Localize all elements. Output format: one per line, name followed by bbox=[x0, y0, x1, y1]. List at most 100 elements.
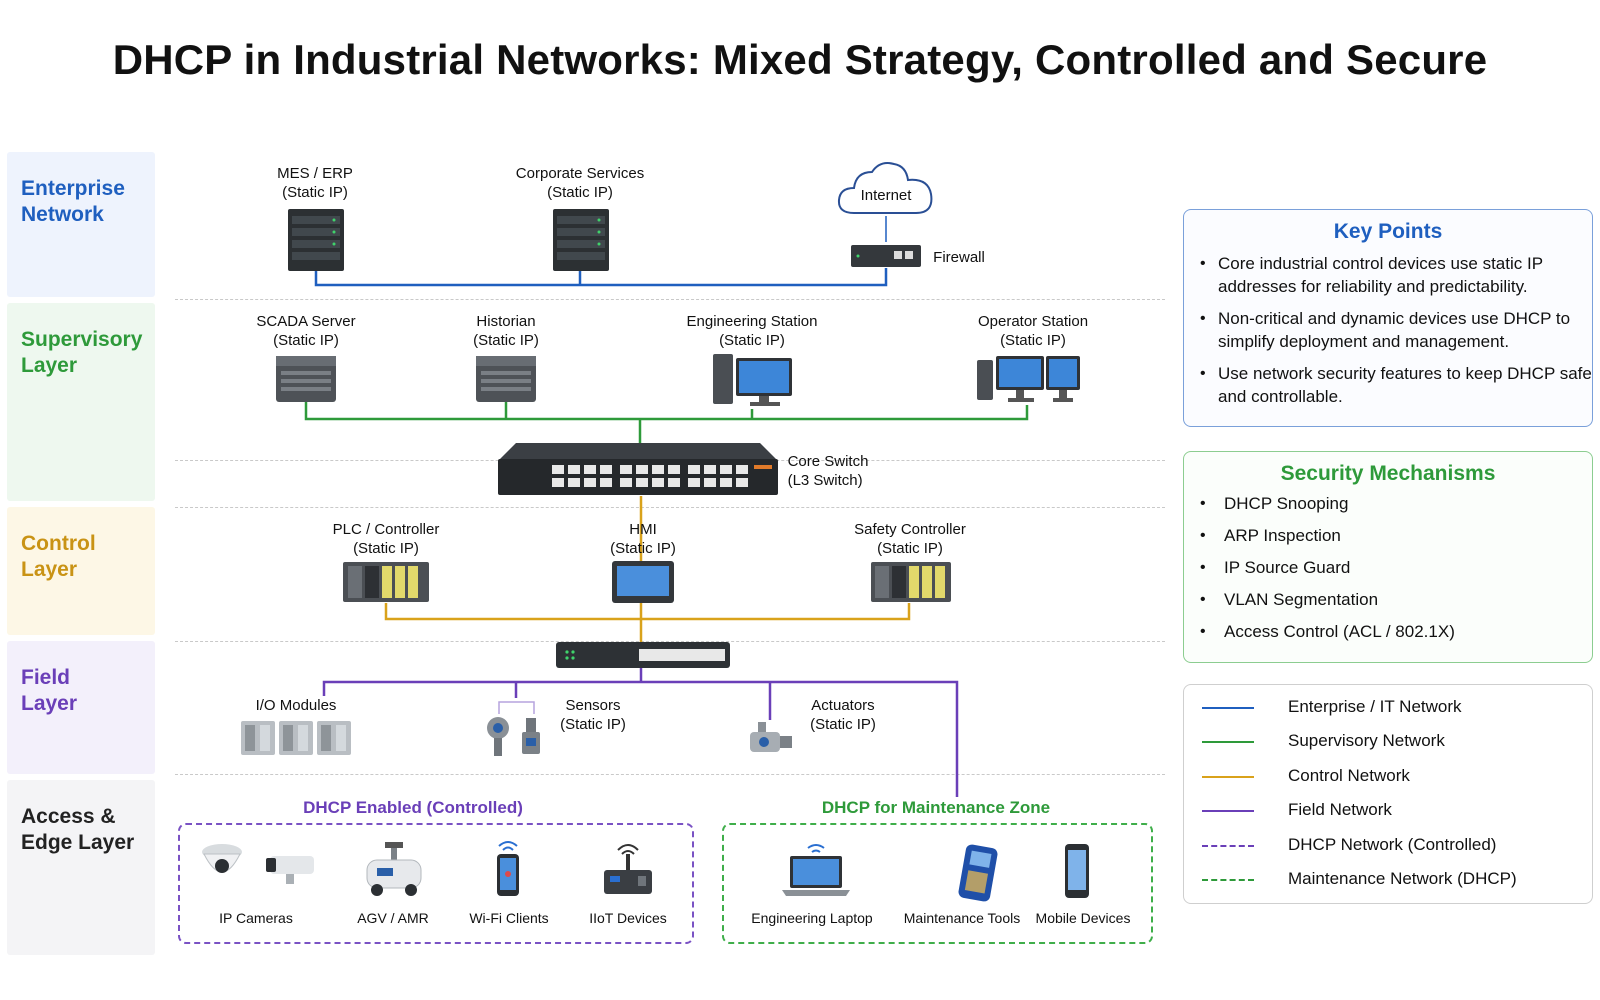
security-item: ARP Inspection bbox=[1184, 524, 1592, 547]
zone-item-label: AGV / AMR bbox=[357, 910, 429, 926]
scada-server-label: SCADA Server (Static IP) bbox=[256, 313, 356, 349]
switch-port bbox=[668, 478, 680, 487]
core-switch-icon bbox=[498, 443, 778, 495]
control-bus bbox=[384, 603, 911, 621]
key-points-list: Core industrial control devices use stat… bbox=[1184, 252, 1592, 408]
key-points-panel: Key Points Core industrial control devic… bbox=[1183, 209, 1593, 427]
key-points-title: Key Points bbox=[1333, 220, 1443, 243]
layer-supervisory-label: Supervisory Layer bbox=[21, 328, 143, 377]
security-list: DHCP Snooping ARP Inspection IP Source G… bbox=[1184, 492, 1592, 643]
mes-erp-label: MES / ERP (Static IP) bbox=[277, 165, 353, 201]
field-bus bbox=[322, 680, 959, 797]
legend-panel: Enterprise / IT Network Supervisory Netw… bbox=[1183, 684, 1593, 904]
switch-port bbox=[704, 478, 716, 487]
maintenance-zone bbox=[722, 823, 1153, 944]
legend-swatch bbox=[1202, 879, 1254, 881]
switch-port bbox=[568, 478, 580, 487]
layer-enterprise-label: Enterprise Network bbox=[21, 177, 125, 226]
switch-port bbox=[668, 465, 680, 474]
hmi-label: HMI (Static IP) bbox=[610, 521, 676, 557]
legend-label: DHCP Network (Controlled) bbox=[1288, 835, 1497, 854]
security-item: IP Source Guard bbox=[1184, 556, 1592, 579]
field-switch-icon bbox=[556, 642, 730, 668]
switch-port bbox=[600, 478, 612, 487]
ip-camera-icon bbox=[202, 844, 314, 884]
server-icon bbox=[553, 209, 609, 271]
zone-item-label: Wi-Fi Clients bbox=[469, 910, 549, 926]
zone-item-label: Engineering Laptop bbox=[751, 910, 873, 926]
switch-port bbox=[736, 478, 748, 487]
switch-port bbox=[620, 465, 632, 474]
switch-port bbox=[688, 465, 700, 474]
safety-controller-label: Safety Controller (Static IP) bbox=[854, 521, 966, 557]
switch-port bbox=[704, 465, 716, 474]
switch-port bbox=[720, 465, 732, 474]
separator bbox=[175, 774, 1165, 775]
plc-icon bbox=[871, 562, 951, 602]
switch-port bbox=[652, 478, 664, 487]
zone-item-label: IIoT Devices bbox=[589, 910, 667, 926]
switch-port bbox=[652, 465, 664, 474]
firewall-icon bbox=[851, 245, 921, 267]
switch-port bbox=[552, 465, 564, 474]
workstation-icon bbox=[713, 354, 792, 406]
maintenance-zone-title: DHCP for Maintenance Zone bbox=[821, 798, 1051, 817]
key-point-item: Core industrial control devices use stat… bbox=[1184, 252, 1592, 298]
key-point-item: Non-critical and dynamic devices use DHC… bbox=[1184, 307, 1592, 353]
switch-port bbox=[736, 465, 748, 474]
switch-port bbox=[720, 478, 732, 487]
legend-swatch bbox=[1202, 845, 1254, 847]
corporate-services-label: Corporate Services (Static IP) bbox=[515, 165, 645, 201]
server-icon bbox=[288, 209, 344, 271]
dhcp-controlled-zone bbox=[178, 823, 694, 944]
layer-control-label: Control Layer bbox=[21, 532, 96, 581]
legend-label: Control Network bbox=[1288, 766, 1410, 785]
separator bbox=[175, 641, 1165, 642]
security-title: Security Mechanisms bbox=[1280, 462, 1496, 485]
security-item: Access Control (ACL / 802.1X) bbox=[1184, 620, 1592, 643]
switch-port bbox=[636, 465, 648, 474]
switch-port bbox=[636, 478, 648, 487]
internet-label: Internet bbox=[860, 187, 912, 204]
sensor-link bbox=[498, 701, 535, 714]
key-point-item: Use network security features to keep DH… bbox=[1184, 362, 1592, 408]
security-item: DHCP Snooping bbox=[1184, 492, 1592, 515]
engineering-station-label: Engineering Station (Static IP) bbox=[686, 313, 818, 349]
zone-item-label: Mobile Devices bbox=[1035, 910, 1131, 926]
legend-label: Field Network bbox=[1288, 800, 1392, 819]
sensor-icon bbox=[487, 717, 540, 756]
dhcp-controlled-title: DHCP Enabled (Controlled) bbox=[303, 798, 523, 817]
server-tower-icon bbox=[476, 356, 536, 402]
legend-swatch bbox=[1202, 707, 1254, 709]
actuator-icon bbox=[750, 722, 792, 752]
legend-swatch bbox=[1202, 810, 1254, 812]
laptop-icon bbox=[782, 844, 850, 896]
layer-enterprise: Enterprise Network bbox=[7, 152, 155, 297]
historian-label: Historian (Static IP) bbox=[473, 313, 539, 349]
switch-port bbox=[584, 478, 596, 487]
layer-access-label: Access & Edge Layer bbox=[21, 805, 135, 854]
security-item: VLAN Segmentation bbox=[1184, 588, 1592, 611]
operator-station-label: Operator Station (Static IP) bbox=[977, 313, 1089, 349]
layer-field: Field Layer bbox=[7, 641, 155, 774]
legend-label: Supervisory Network bbox=[1288, 731, 1445, 750]
legend-label: Maintenance Network (DHCP) bbox=[1288, 869, 1517, 888]
dual-monitor-icon bbox=[977, 356, 1080, 402]
mobile-device-icon bbox=[1065, 844, 1089, 898]
maintenance-tool-icon bbox=[958, 844, 998, 902]
switch-port bbox=[620, 478, 632, 487]
actuators-label: Actuators (Static IP) bbox=[810, 697, 876, 733]
io-modules-label: I/O Modules bbox=[255, 697, 337, 714]
iiot-device-icon bbox=[604, 844, 652, 894]
plc-icon bbox=[343, 562, 429, 602]
separator bbox=[175, 507, 1165, 508]
wifi-phone-icon bbox=[497, 841, 519, 896]
layer-supervisory: Supervisory Layer bbox=[7, 303, 155, 501]
server-tower-icon bbox=[276, 356, 336, 402]
switch-port bbox=[584, 465, 596, 474]
plc-controller-label: PLC / Controller (Static IP) bbox=[332, 521, 440, 557]
supervisory-bus bbox=[304, 402, 1029, 421]
agv-amr-icon bbox=[366, 842, 422, 896]
layer-field-label: Field Layer bbox=[21, 666, 78, 715]
